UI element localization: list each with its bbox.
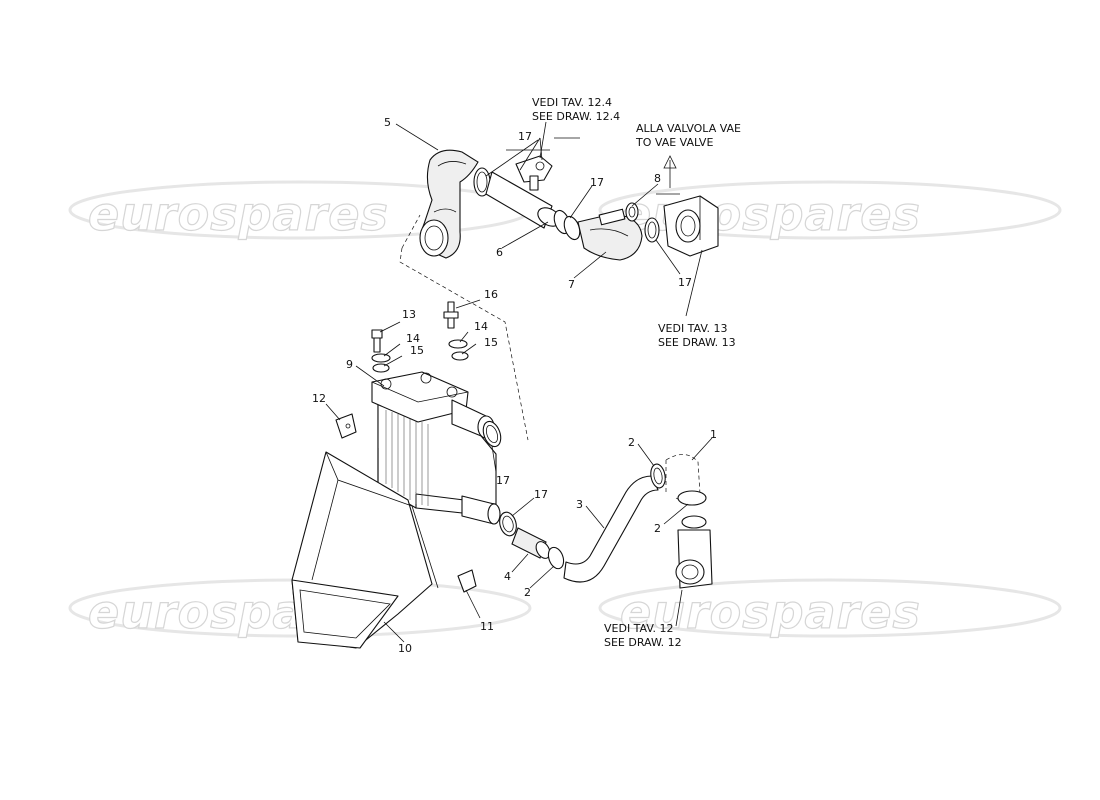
note-line: TO VAE VALVE xyxy=(635,136,713,149)
label-part-14: 14 xyxy=(474,320,488,333)
part-14-washer xyxy=(448,339,468,349)
note-line: SEE DRAW. 12.4 xyxy=(532,110,620,123)
part-8-ring xyxy=(625,202,639,222)
part-17-clamp xyxy=(482,420,502,448)
label-part-12: 12 xyxy=(312,392,326,405)
label-part-17: 17 xyxy=(496,474,510,487)
note-line: VEDI TAV. 13 xyxy=(658,322,727,335)
part-5-elbow-hose xyxy=(419,149,479,259)
label-part-8: 8 xyxy=(654,172,661,185)
label-part-17: 17 xyxy=(678,276,692,289)
part-15-washer xyxy=(451,351,469,361)
part-2-clamp xyxy=(677,490,707,506)
part-9-intercooler xyxy=(371,371,501,525)
note-vedi-12: VEDI TAV. 12 SEE DRAW. 12 xyxy=(604,622,682,649)
label-part-17: 17 xyxy=(534,488,548,501)
note-vae-valve: ALLA VALVOLA VAE TO VAE VALVE xyxy=(635,122,741,149)
label-part-3: 3 xyxy=(576,498,583,511)
vae-valve-housing xyxy=(663,195,719,257)
label-part-9: 9 xyxy=(346,358,353,371)
part-16-stud xyxy=(443,301,459,329)
label-part-4: 4 xyxy=(504,570,511,583)
note-vedi-13: VEDI TAV. 13 SEE DRAW. 13 xyxy=(658,322,736,349)
part-12-bracket xyxy=(335,413,357,439)
label-part-14: 14 xyxy=(406,332,420,345)
part-17-clamp xyxy=(553,209,581,241)
label-part-7: 7 xyxy=(568,278,575,291)
label-part-17: 17 xyxy=(590,176,604,189)
label-part-1: 1 xyxy=(710,428,717,441)
label-part-13: 13 xyxy=(402,308,416,321)
assembly-guide-line xyxy=(399,247,529,441)
label-part-17: 17 xyxy=(518,130,532,143)
part-10-air-duct xyxy=(291,451,439,649)
label-part-15: 15 xyxy=(410,344,424,357)
note-line: VEDI TAV. 12 xyxy=(604,622,673,635)
leader-lines xyxy=(325,121,713,643)
part-14-washer xyxy=(371,353,391,363)
label-part-6: 6 xyxy=(496,246,503,259)
part-15-washer xyxy=(372,363,390,373)
part-2-clamp xyxy=(650,463,666,489)
part-3-pipe xyxy=(563,475,659,583)
note-line: SEE DRAW. 13 xyxy=(658,336,736,349)
note-line: ALLA VALVOLA VAE xyxy=(636,122,741,135)
label-part-2: 2 xyxy=(524,586,531,599)
assembly-guide-line xyxy=(401,214,421,249)
label-part-15: 15 xyxy=(484,336,498,349)
part-labels: 5 17 17 6 7 8 17 16 13 14 15 14 15 9 12 … xyxy=(312,116,717,655)
part-4-sleeve xyxy=(511,527,551,559)
part-11-clip xyxy=(457,569,477,593)
watermark-text: eurospares xyxy=(88,187,389,241)
connector-valve xyxy=(515,155,553,191)
label-part-2: 2 xyxy=(654,522,661,535)
label-part-11: 11 xyxy=(480,620,494,633)
note-vedi-12-4: VEDI TAV. 12.4 SEE DRAW. 12.4 xyxy=(532,96,620,123)
label-part-5: 5 xyxy=(384,116,391,129)
part-13-bolt xyxy=(371,329,383,353)
label-part-2: 2 xyxy=(628,436,635,449)
part-17-clamp xyxy=(499,511,517,537)
part-17-clamp xyxy=(644,217,660,243)
connector-body xyxy=(675,515,713,589)
intercooler-fins xyxy=(385,410,429,506)
label-part-16: 16 xyxy=(484,288,498,301)
watermark-text: eurospares xyxy=(620,585,921,639)
part-2-clamp xyxy=(547,546,565,570)
note-line: VEDI TAV. 12.4 xyxy=(532,96,612,109)
label-part-10: 10 xyxy=(398,642,412,655)
note-line: SEE DRAW. 12 xyxy=(604,636,682,649)
